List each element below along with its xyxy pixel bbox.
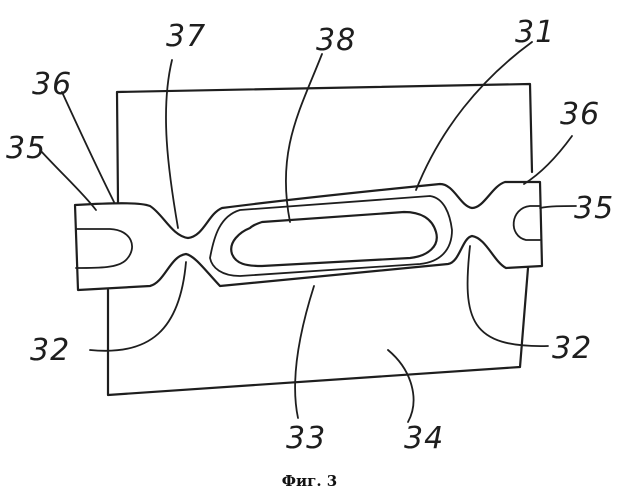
label-37: 37: [166, 19, 206, 54]
label-33: 33: [286, 421, 326, 456]
label-34: 34: [404, 421, 444, 456]
leader-37: [166, 60, 178, 228]
leader-35-right: [540, 206, 576, 208]
strip-31-outline: [75, 182, 542, 290]
central-cavity-38: [231, 212, 437, 266]
leader-33: [295, 286, 314, 418]
leader-31: [416, 42, 532, 190]
label-35-left: 35: [6, 131, 46, 166]
label-36-left: 36: [32, 67, 72, 102]
leader-36-left: [62, 92, 114, 202]
leader-35-left: [40, 150, 96, 210]
lower-block-34: [108, 268, 528, 395]
label-38: 38: [316, 23, 356, 58]
label-35-right: 35: [574, 191, 614, 226]
upper-block: [117, 84, 532, 202]
figure-caption: Фиг. 3: [0, 472, 619, 490]
label-36-right: 36: [560, 97, 600, 132]
leader-32-left: [90, 262, 186, 351]
label-32-left: 32: [30, 333, 70, 368]
right-rounded-slot-35: [514, 206, 540, 240]
left-rounded-slot-35: [76, 229, 132, 268]
leader-34: [388, 350, 414, 422]
leader-32-right: [468, 246, 548, 346]
patent-figure-drawing: 31 38 37 36 35 36 35 32 32 33 34: [0, 0, 619, 470]
label-31: 31: [515, 15, 555, 50]
label-32-right: 32: [552, 331, 592, 366]
